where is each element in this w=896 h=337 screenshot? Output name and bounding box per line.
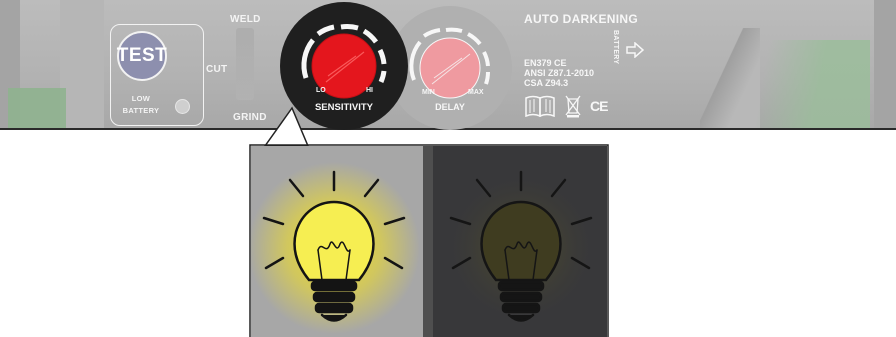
sensitivity-hi-label: HI [366,87,373,94]
mode-grind-label: GRIND [233,112,267,123]
certification-standards: EN379 CE ANSI Z87.1-2010 CSA Z94.3 [524,58,594,88]
bright-light-panel [248,146,423,337]
delay-min-label: MIN [422,89,435,96]
panel-rim-right [874,0,896,128]
mode-cut-label: CUT [206,64,227,75]
battery-label: BATTERY [612,30,619,64]
mode-selector-switch[interactable] [236,28,254,100]
dimmed-light-panel [423,146,607,337]
auto-darkening-title: AUTO DARKENING [524,12,638,26]
arrow-right-icon [626,42,644,58]
mode-weld-label: WELD [230,14,261,25]
ce-mark: CE [590,98,607,114]
weee-bin-icon [564,94,582,118]
low-battery-label-line1: LOW [115,93,167,105]
test-button-label: TEST [117,45,168,67]
low-battery-label-line2: BATTERY [115,105,167,117]
test-button[interactable]: TEST [117,31,167,81]
sensitivity-label: SENSITIVITY [315,102,374,113]
delay-max-label: MAX [468,89,484,96]
certification-marks: CE [524,94,607,118]
sensitivity-lo-label: LO [316,87,326,94]
background-green-patch [740,40,870,128]
standard-en379: EN379 CE [524,58,594,68]
background-green-patch [8,88,66,128]
test-button-group: TEST LOW BATTERY [110,24,204,126]
low-battery-label: LOW BATTERY [115,93,167,117]
panel-stripe [60,0,104,128]
delay-label: DELAY [435,102,465,112]
low-battery-indicator-led [175,99,190,114]
manual-book-icon [524,95,556,117]
standard-csa: CSA Z94.3 [524,78,594,88]
standard-ansi: ANSI Z87.1-2010 [524,68,594,78]
sensitivity-knob[interactable]: LO HI SENSITIVITY [280,2,408,130]
